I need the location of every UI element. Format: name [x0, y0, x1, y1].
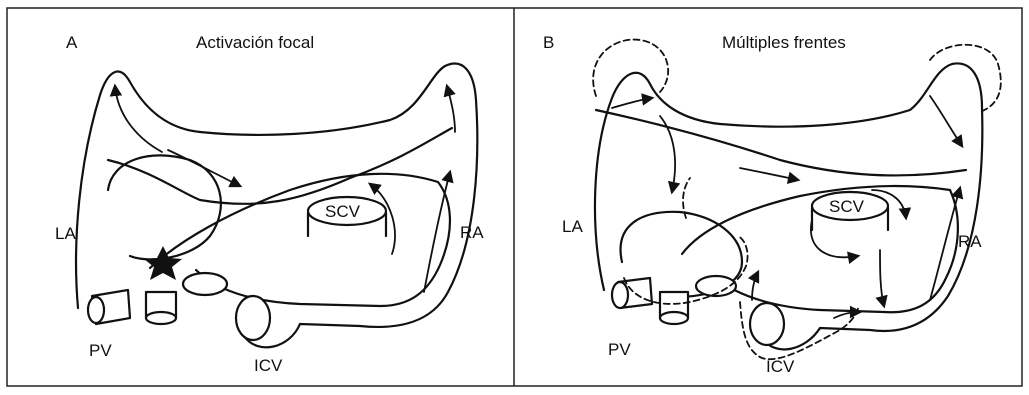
panel-b-label-pv: PV — [608, 340, 631, 359]
panel-b-arrow-la-roof — [612, 98, 652, 108]
panel-b-dashed-loop-la — [593, 40, 668, 96]
panel-b-arrow-icv-right — [834, 312, 860, 318]
panel-b-title: Múltiples frentes — [722, 33, 846, 52]
panel-b-icv — [750, 303, 784, 345]
panel-a-label-pv: PV — [89, 341, 112, 360]
panel-b-arrow-scv-wrap — [811, 220, 858, 257]
panel-b-pv-2-end — [660, 312, 688, 324]
panel-b-letter: B — [543, 33, 554, 52]
panel-b-atrial-septum — [596, 110, 966, 175]
panel-b-label-scv: SCV — [829, 197, 865, 216]
panel-b-label-la: LA — [562, 217, 583, 236]
panel-b-arrow-icv-up — [752, 272, 758, 300]
panel-a-icv — [236, 296, 270, 340]
panel-a-title: Activación focal — [196, 33, 314, 52]
panel-a-label-ra: RA — [460, 223, 484, 242]
panel-a-label-icv: ICV — [254, 356, 283, 375]
panel-b-arrow-septum — [740, 168, 798, 180]
panel-a-atrial-septum — [108, 128, 452, 204]
panel-a-letter: A — [66, 33, 78, 52]
panel-a-pv-2-end — [146, 312, 176, 324]
panel-a-pv-3 — [183, 273, 227, 295]
panel-a-pv-1-end — [88, 297, 104, 323]
panel-a-label-scv: SCV — [325, 202, 361, 221]
panel-a-left-atrium-body — [108, 155, 221, 259]
panel-b: B Múltiples frentes SCV LA RA PV ICV — [543, 33, 1001, 376]
panel-a-arrow-ra-roof — [447, 86, 455, 132]
panel-a-arrow-ra-wall — [424, 172, 450, 292]
panel-b-arrow-ra-lower — [880, 250, 884, 306]
panel-a-label-la: LA — [55, 224, 76, 243]
panel-b-pv-1-end — [612, 282, 628, 308]
panel-b-arrow-ra-roof — [930, 96, 962, 146]
panel-b-label-ra: RA — [958, 232, 982, 251]
panel-a-atria-outline — [76, 64, 477, 348]
panel-a: A Activación focal SCV LA RA PV ICV — [55, 33, 484, 375]
panel-a-arrow-centre — [168, 150, 240, 186]
panel-b-dashed-loop-ra — [930, 45, 1001, 112]
star-icon — [144, 246, 182, 280]
